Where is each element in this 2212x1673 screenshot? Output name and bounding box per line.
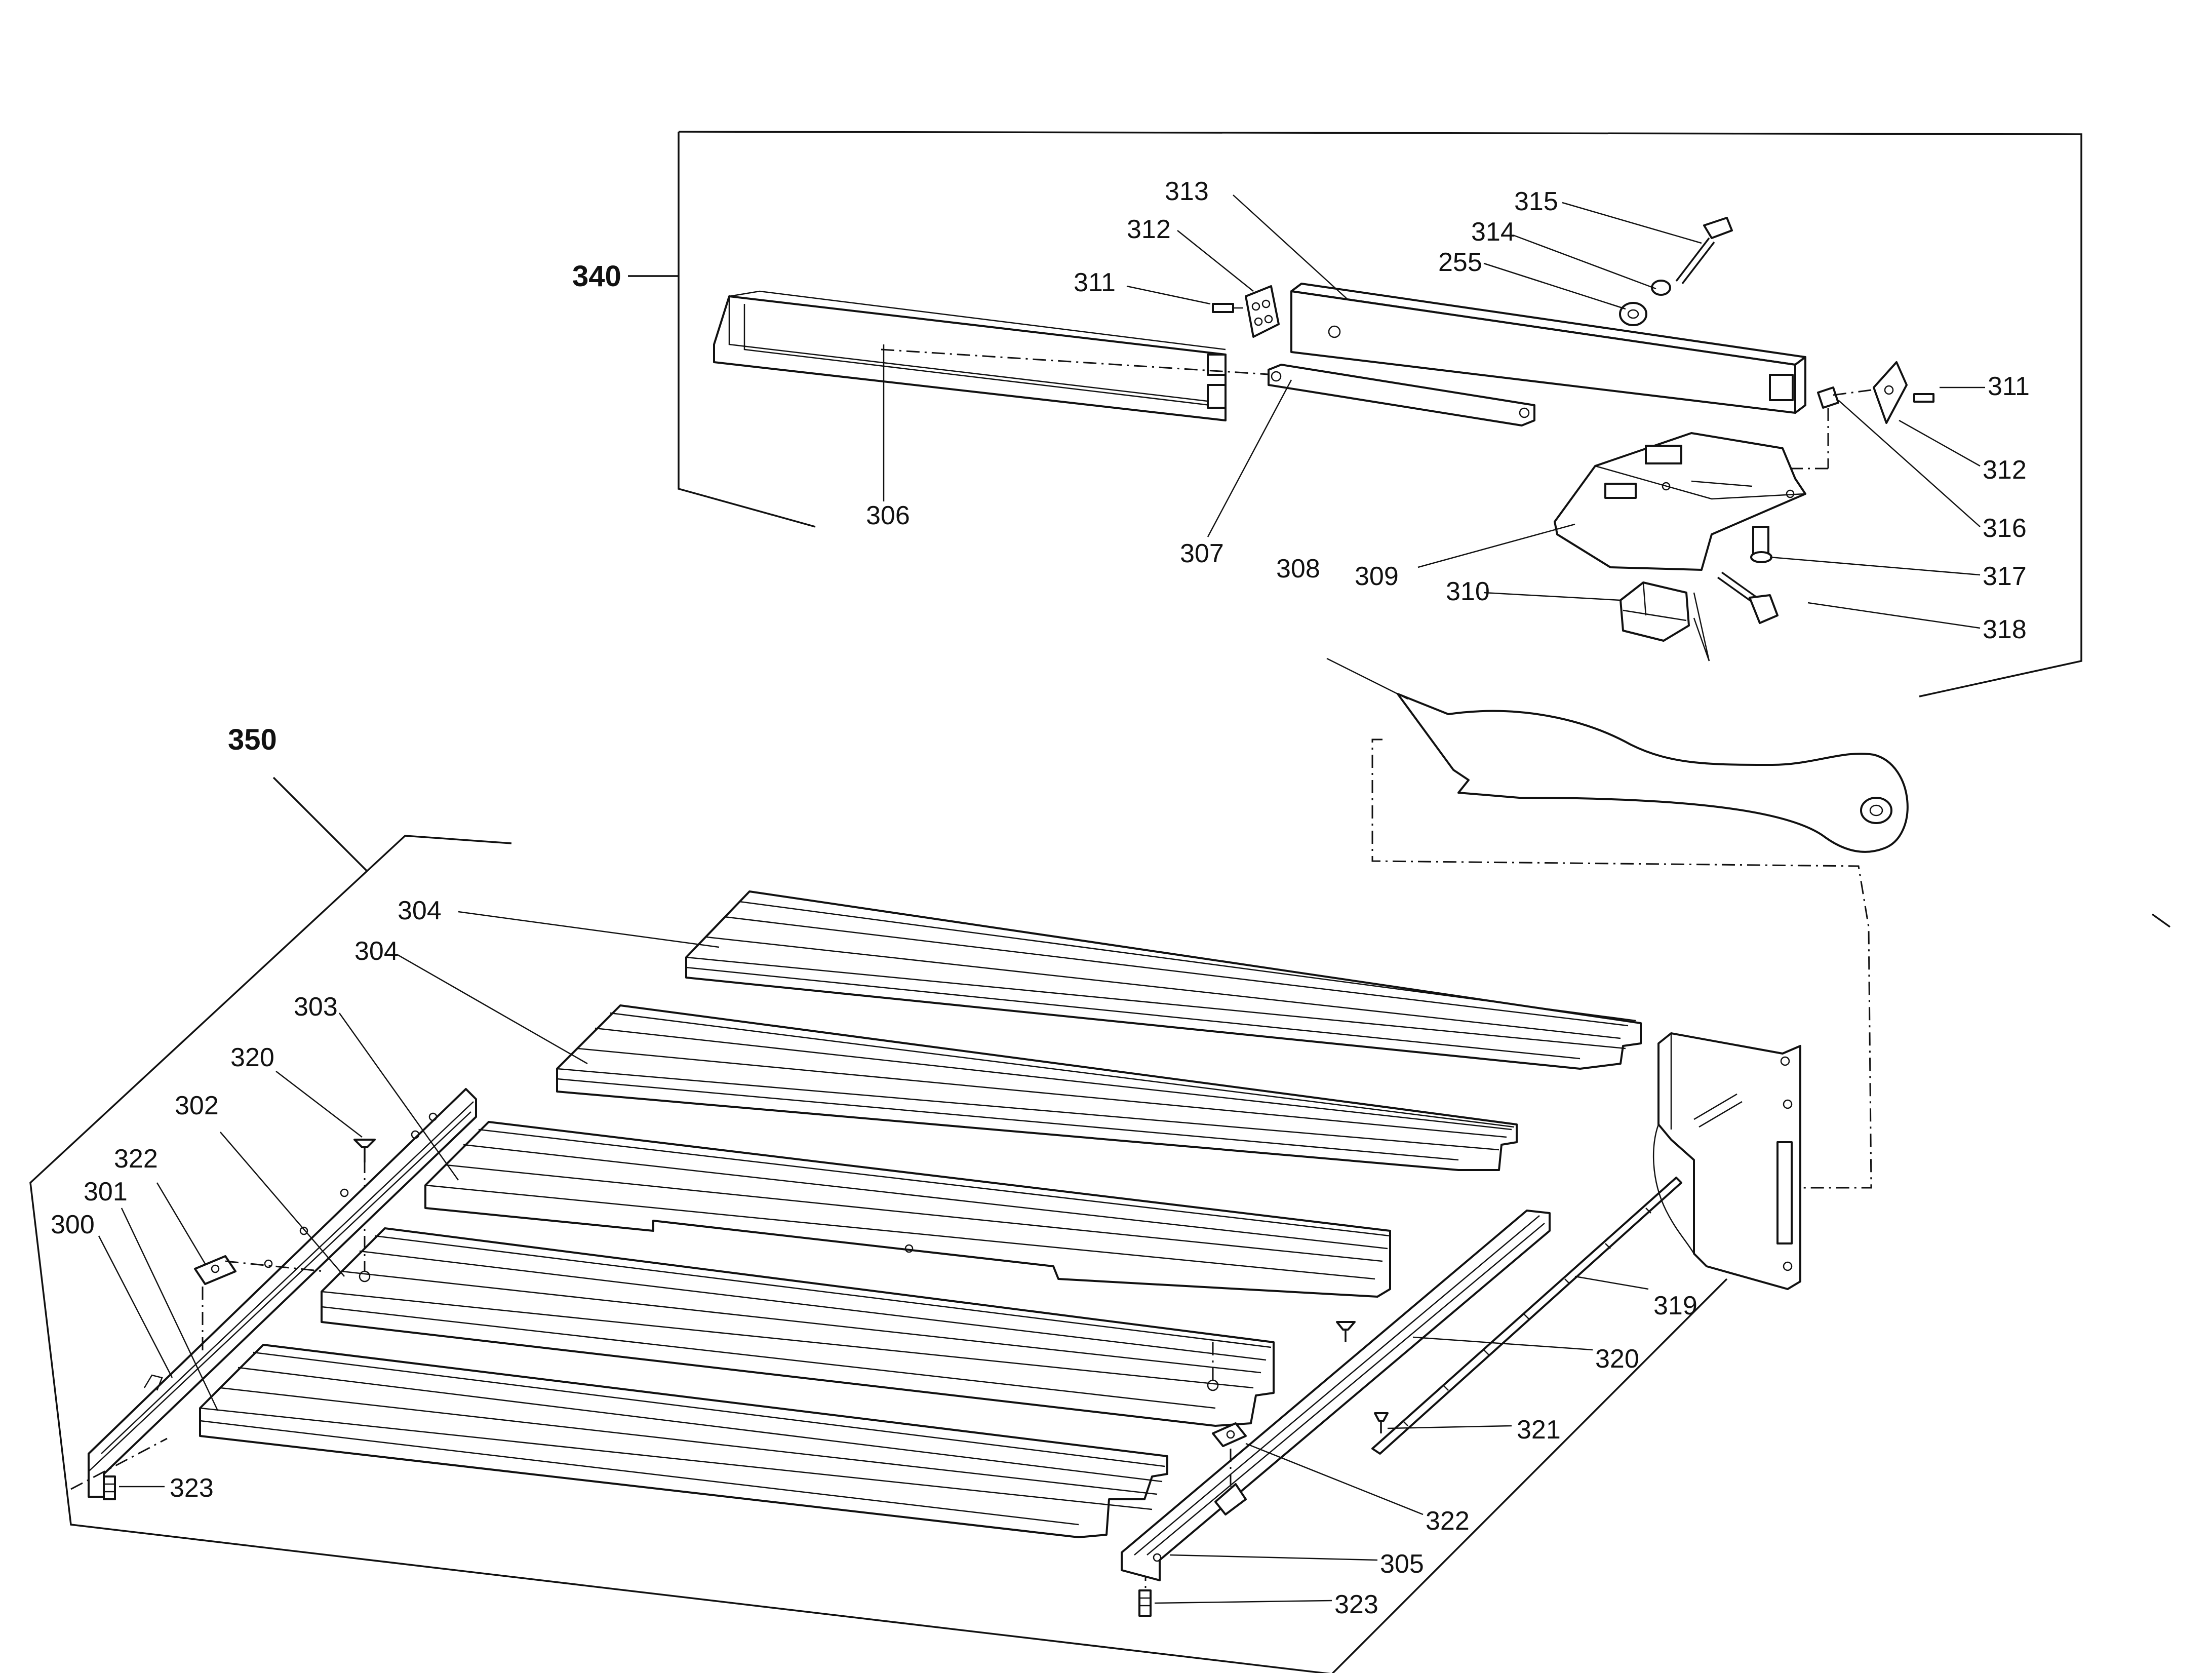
label-316: 316 [1983,514,2027,543]
part-311-screw-left [1212,303,1243,313]
label-315: 315 [1514,187,1558,216]
part-320-screw-left [353,1139,376,1162]
label-323-left: 323 [170,1473,214,1503]
part-317-bolt [1750,526,1772,563]
label-320-left: 320 [230,1043,274,1072]
part-305-side-rail [1121,1210,1551,1581]
label-322-right: 322 [1426,1506,1470,1536]
label-311-right: 311 [1988,372,2030,401]
label-308: 308 [1276,554,1320,583]
part-labels: 340 350 306 307 308 309 310 311 312 313 … [51,177,2030,1619]
part-300-side-rail [70,1088,477,1498]
part-309-bracket [1554,432,1806,571]
part-312-end-cap-left [1245,285,1280,338]
label-313: 313 [1165,177,1209,206]
part-320-screw-right [1336,1321,1356,1342]
part-306-extrusion [713,290,1277,421]
label-group-350: 350 [228,723,277,756]
part-315-thumb-screw [1675,217,1733,285]
part-318-clamp-screw [1717,571,1779,624]
part-302-table-top-3 [321,1160,1275,1427]
part-304-table-top-2 [556,1004,1518,1171]
label-301: 301 [84,1177,128,1207]
label-323-right: 323 [1334,1590,1378,1619]
label-311-left: 311 [1074,268,1116,297]
label-318: 318 [1983,615,2027,644]
assembly-guide-lines [1371,738,1872,1189]
part-304-table-top-1 [685,890,1642,1070]
stray-mark [2151,913,2171,928]
label-305: 305 [1380,1549,1424,1579]
part-313-square-tube [1290,283,1806,414]
label-307: 307 [1180,539,1224,568]
label-302: 302 [175,1091,219,1120]
part-321-screw [1374,1412,1389,1433]
label-304-second: 304 [354,937,399,966]
label-306: 306 [866,501,910,530]
label-321: 321 [1517,1415,1561,1445]
label-group-340: 340 [572,260,621,293]
assembly-350-frame [29,776,1728,1673]
part-310-clamp-block [1620,581,1710,662]
label-319: 319 [1653,1291,1697,1320]
part-322-clip-right [1212,1422,1247,1487]
part-319-scale-strip [1371,1177,1682,1455]
label-320-right: 320 [1595,1344,1639,1374]
label-314: 314 [1471,217,1515,247]
label-312-left: 312 [1127,215,1171,244]
label-312-right: 312 [1983,455,2027,485]
part-322-clip-left [194,1255,325,1352]
part-255-washer [1619,302,1647,326]
assembly-340-frame [628,131,2082,697]
part-308-arm [1397,693,1909,853]
label-310: 310 [1446,577,1490,606]
label-322-left: 322 [114,1144,158,1174]
part-312-end-cap-right [1873,361,1908,424]
label-309: 309 [1355,562,1399,591]
label-317: 317 [1983,562,2027,591]
label-304-top: 304 [398,896,442,925]
label-300: 300 [51,1210,95,1239]
label-303: 303 [294,992,338,1022]
part-323-screw-left [103,1475,116,1500]
part-311-screw-right [1913,393,1934,403]
leader-lines [98,194,1985,1604]
part-301-table-top-4 [199,1344,1168,1538]
part-303-table-insert [424,1121,1391,1298]
label-255: 255 [1438,248,1482,277]
machine-body-fragment [1652,1032,1801,1290]
